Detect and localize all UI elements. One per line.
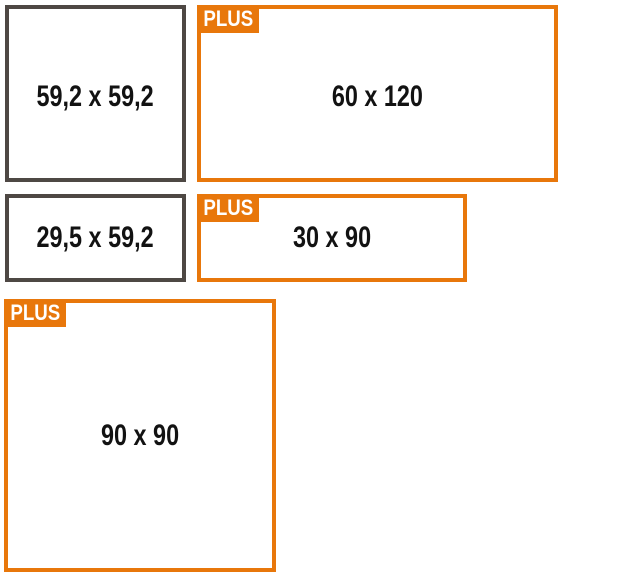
- plus-badge-label: PLUS: [203, 195, 253, 220]
- plus-badge-label: PLUS: [10, 300, 60, 325]
- plus-badge: PLUS: [4, 299, 66, 327]
- tile-30x90: PLUS 30 x 90: [197, 194, 467, 282]
- size-label: 60 x 120: [331, 79, 424, 113]
- tile-90x90: PLUS 90 x 90: [4, 299, 276, 572]
- tile-59-2x59-2: 59,2 x 59,2: [5, 5, 186, 182]
- size-label: 59,2 x 59,2: [36, 79, 155, 113]
- plus-badge-label: PLUS: [203, 6, 253, 31]
- size-label: 29,5 x 59,2: [36, 221, 155, 254]
- tile-60x120: PLUS 60 x 120: [197, 5, 558, 182]
- plus-badge: PLUS: [197, 5, 259, 33]
- tile-29-5x59-2: 29,5 x 59,2: [5, 194, 186, 282]
- size-label: 90 x 90: [100, 418, 180, 452]
- plus-badge: PLUS: [197, 194, 259, 222]
- size-label: 30 x 90: [292, 221, 372, 254]
